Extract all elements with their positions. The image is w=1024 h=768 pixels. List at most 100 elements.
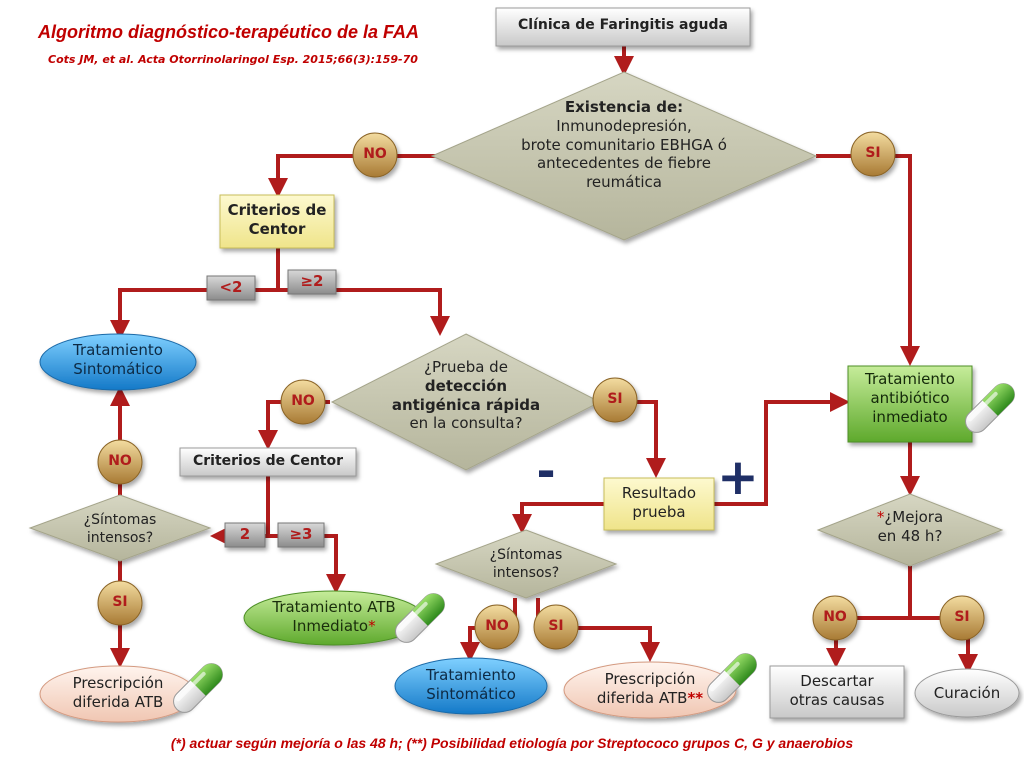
asterisk-mark: * [368, 616, 376, 635]
result-line1: Resultado [621, 484, 697, 502]
arrow-result-plus [714, 392, 850, 506]
mejora-line2: en 48 h? [877, 526, 943, 545]
arrow-sint2-si [536, 598, 660, 662]
presc2-line2: diferida ATB [596, 688, 688, 707]
badge-sint2-no [474, 604, 520, 650]
abx-line1: Tratamiento [865, 370, 955, 388]
presc2-text: Prescripción diferida ATB** [564, 670, 736, 708]
citation: Cots JM, et al. Acta Otorrinolaringol Es… [48, 53, 418, 66]
sint2-line1: ¿Síntomas [489, 547, 563, 563]
mejora-asterisk: * [876, 508, 885, 526]
arrow-q1-si [816, 154, 920, 366]
tag-lt2 [206, 275, 256, 301]
abx-line3: inmediato [872, 407, 948, 426]
presc2-line1: Prescripción [604, 670, 696, 688]
tag-ge2-label: ≥2 [300, 272, 324, 290]
centor1-line2: Centor [248, 219, 306, 238]
start-box [495, 7, 751, 47]
badge-q2-si [592, 377, 638, 423]
ttsint2-ellipse [394, 657, 548, 715]
descartar-line1: Descartar [800, 672, 874, 690]
arrow-result-minus [512, 502, 604, 534]
start-label: Clínica de Faringitis aguda [518, 17, 728, 33]
descartar-line2: otras causas [789, 690, 885, 709]
centor1-box [219, 194, 335, 249]
ttsint2-line1: Tratamiento [426, 666, 516, 684]
q2-line4: en la consulta? [409, 414, 523, 433]
badge-q2-si-label: SI [607, 391, 623, 407]
atb-inm-line1: Tratamiento ATB [272, 598, 396, 616]
result-line2: prueba [632, 502, 686, 521]
q2-line1: ¿Prueba de [424, 358, 508, 376]
sint2-line2: intensos? [492, 564, 560, 581]
footnote: (*) actuar según mejoría o las 48 h; (**… [170, 735, 854, 751]
abx-text: Tratamiento antibiótico inmediato [848, 370, 972, 426]
arrow-centor-ge2 [278, 288, 450, 336]
sint1-line2: intensos? [86, 529, 154, 546]
badge-sint2-si [533, 604, 579, 650]
badge-q2-no [280, 379, 326, 425]
q2-text: ¿Prueba de detección antigénica rápida e… [376, 358, 556, 433]
q2-line2: detección [424, 376, 508, 395]
q1-line1: Inmunodepresión, [556, 116, 692, 135]
badge-sint1-no-label: NO [108, 453, 132, 469]
presc1-text: Prescripción diferida ATB [40, 674, 196, 712]
q1-line4: reumática [586, 173, 662, 191]
curacion-label: Curación [933, 684, 1001, 702]
badge-sint2-no-label: NO [485, 618, 509, 634]
abx-box [847, 365, 973, 443]
badge-sint2-si-label: SI [548, 618, 564, 634]
q1-text: Existencia de: Inmunodepresión, brote co… [484, 98, 764, 192]
presc1-line1: Prescripción [72, 674, 164, 692]
presc1-line2: diferida ATB [72, 692, 164, 711]
centor1-text: Criterios de Centor [220, 201, 334, 239]
page-title: Algoritmo diagnóstico-terapéutico de la … [38, 22, 420, 42]
badge-sint1-si-label: SI [112, 594, 128, 610]
badge-mejora-si-label: SI [954, 609, 970, 625]
ttsint2-text: Tratamiento Sintomático [395, 666, 547, 704]
badge-mejora-no [812, 595, 858, 641]
minus-sign: - [536, 444, 556, 498]
badge-q1-no [352, 132, 398, 178]
badge-q1-si [850, 131, 896, 177]
ttsint1-text: Tratamiento Sintomático [40, 341, 196, 379]
badge-mejora-si [939, 595, 985, 641]
badge-q2-no-label: NO [291, 393, 315, 409]
centor1-line1: Criterios de [227, 201, 327, 219]
atb-inm-line2: Inmediato [292, 616, 369, 635]
mejora-text: *¿Mejora en 48 h? [850, 508, 970, 546]
badge-sint1-si [97, 580, 143, 626]
q1-line3: antecedentes de fiebre [536, 154, 712, 173]
descartar-box [769, 665, 905, 719]
mejora-line1: ¿Mejora [884, 508, 944, 526]
ttsint1-ellipse [39, 333, 197, 391]
badges [97, 131, 985, 650]
q1-title: Existencia de: [564, 98, 684, 116]
sint1-diamond [28, 494, 212, 562]
badge-mejora-no-label: NO [823, 609, 847, 625]
result-box [603, 477, 715, 531]
sint1-line1: ¿Síntomas [83, 512, 157, 528]
result-text: Resultado prueba [604, 484, 714, 522]
tag-two-label: 2 [239, 525, 251, 543]
tag-ge3-label: ≥3 [289, 525, 313, 543]
badge-q1-no-label: NO [363, 146, 387, 162]
centor2-label: Criterios de Centor [192, 453, 344, 469]
sint2-text: ¿Síntomas intensos? [456, 547, 596, 582]
atb-inm-text: Tratamiento ATB Inmediato* [244, 598, 424, 636]
q2-line3: antigénica rápida [391, 395, 541, 414]
curacion-ellipse [914, 668, 1020, 718]
badge-sint1-no [97, 439, 143, 485]
tag-two [224, 522, 266, 548]
q1-diamond [430, 71, 818, 241]
ttsint1-line1: Tratamiento [73, 341, 163, 359]
plus-sign: + [717, 448, 759, 506]
tag-ge2 [287, 269, 337, 295]
sint2-diamond [434, 529, 618, 599]
badge-q1-si-label: SI [865, 145, 881, 161]
ttsint2-line2: Sintomático [426, 684, 516, 703]
descartar-text: Descartar otras causas [770, 672, 904, 710]
double-asterisk-mark: ** [687, 688, 704, 707]
